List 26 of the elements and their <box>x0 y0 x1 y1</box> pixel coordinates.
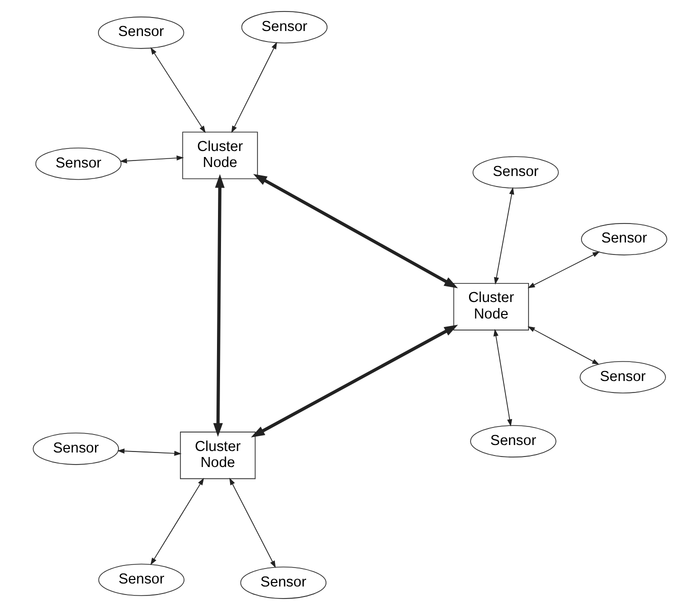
arrow <box>252 174 458 288</box>
arrow <box>212 174 224 437</box>
arrow <box>228 478 276 568</box>
node-ellipse: Sensor <box>580 223 667 256</box>
arrow <box>250 324 458 438</box>
node-box: Cluster Node <box>452 283 528 330</box>
node-ellipse: Sensor <box>32 432 118 465</box>
arrow <box>527 252 600 288</box>
node-box: Cluster Node <box>182 132 258 180</box>
node-ellipse: Sensor <box>240 11 328 44</box>
arrow <box>230 42 277 134</box>
node-ellipse: Sensor <box>470 425 556 458</box>
arrow <box>527 326 599 365</box>
node-ellipse: Sensor <box>34 148 122 180</box>
arrow <box>116 448 182 456</box>
node-ellipse: Sensor <box>472 156 558 189</box>
arrow <box>493 187 514 285</box>
node-ellipse: Sensor <box>240 566 326 599</box>
node-ellipse: Sensor <box>98 564 184 596</box>
arrow <box>492 328 512 427</box>
node-box: Cluster Node <box>179 432 256 480</box>
node-ellipse: Sensor <box>97 16 184 49</box>
arrow <box>150 478 204 566</box>
node-ellipse: Sensor <box>579 361 666 394</box>
arrow <box>119 155 184 164</box>
arrow <box>150 47 206 134</box>
